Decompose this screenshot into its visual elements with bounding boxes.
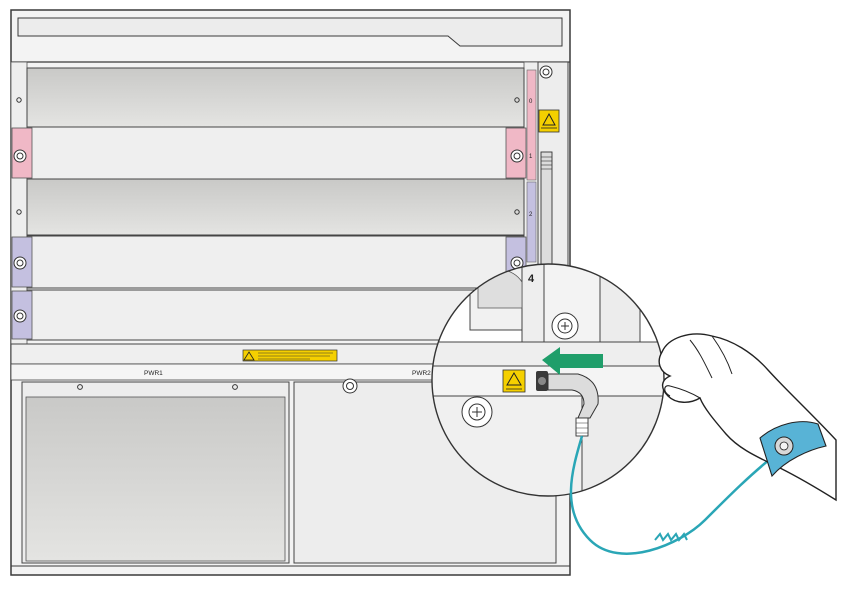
esd-jack-upper — [540, 151, 553, 265]
wrist-strap-snap-icon — [774, 436, 794, 456]
slot-number-2: 2 — [529, 212, 533, 218]
screw-icon — [539, 65, 553, 79]
electric-warning-icon — [538, 109, 560, 133]
slot-3-module — [26, 235, 525, 289]
screw-icon — [551, 312, 579, 340]
esd-warning-icon — [242, 349, 338, 362]
rail-dot — [16, 209, 22, 215]
thumb-icon — [664, 385, 701, 399]
hand-icon — [658, 333, 837, 502]
power-label-right: PWR2 — [412, 370, 431, 377]
power-bay-left-grille — [25, 396, 286, 562]
zoom-slot-number: 4 — [528, 273, 535, 285]
esd-jack-icon — [536, 371, 548, 391]
rail-dot — [16, 97, 22, 103]
screw-icon — [13, 149, 27, 163]
slot-2-panel — [26, 178, 525, 236]
slot-number-0: 0 — [529, 99, 533, 105]
slot-0-panel — [26, 67, 525, 128]
zoom-lower-bay-edge — [581, 395, 664, 496]
hand-with-wrist-strap — [658, 333, 837, 502]
slot-1-module — [26, 126, 525, 180]
slot-4-module — [26, 289, 525, 341]
insert-arrow-icon — [542, 347, 603, 375]
screw-icon — [13, 309, 27, 323]
screw-icon — [461, 396, 493, 428]
screw-icon — [342, 378, 358, 394]
zoom-side-column-edge — [599, 264, 641, 343]
slot-tab-lavender — [526, 181, 537, 263]
rail-dot — [232, 384, 238, 390]
esd-warning-icon — [502, 369, 526, 393]
finger-line — [711, 335, 733, 375]
grounding-cord — [569, 435, 776, 555]
rail-dot — [514, 97, 520, 103]
grounding-cord-coil — [654, 532, 688, 542]
power-label-left: PWR1 — [144, 370, 163, 377]
finger-line — [689, 339, 713, 379]
screw-icon — [510, 149, 524, 163]
rail-dot — [514, 209, 520, 215]
screw-icon — [13, 256, 27, 270]
esd-plug-icon — [547, 373, 599, 437]
slot-tab-pink — [526, 69, 537, 181]
rail-dot — [77, 384, 83, 390]
slot-number-1: 1 — [529, 154, 533, 160]
top-handle-bar — [17, 17, 563, 47]
